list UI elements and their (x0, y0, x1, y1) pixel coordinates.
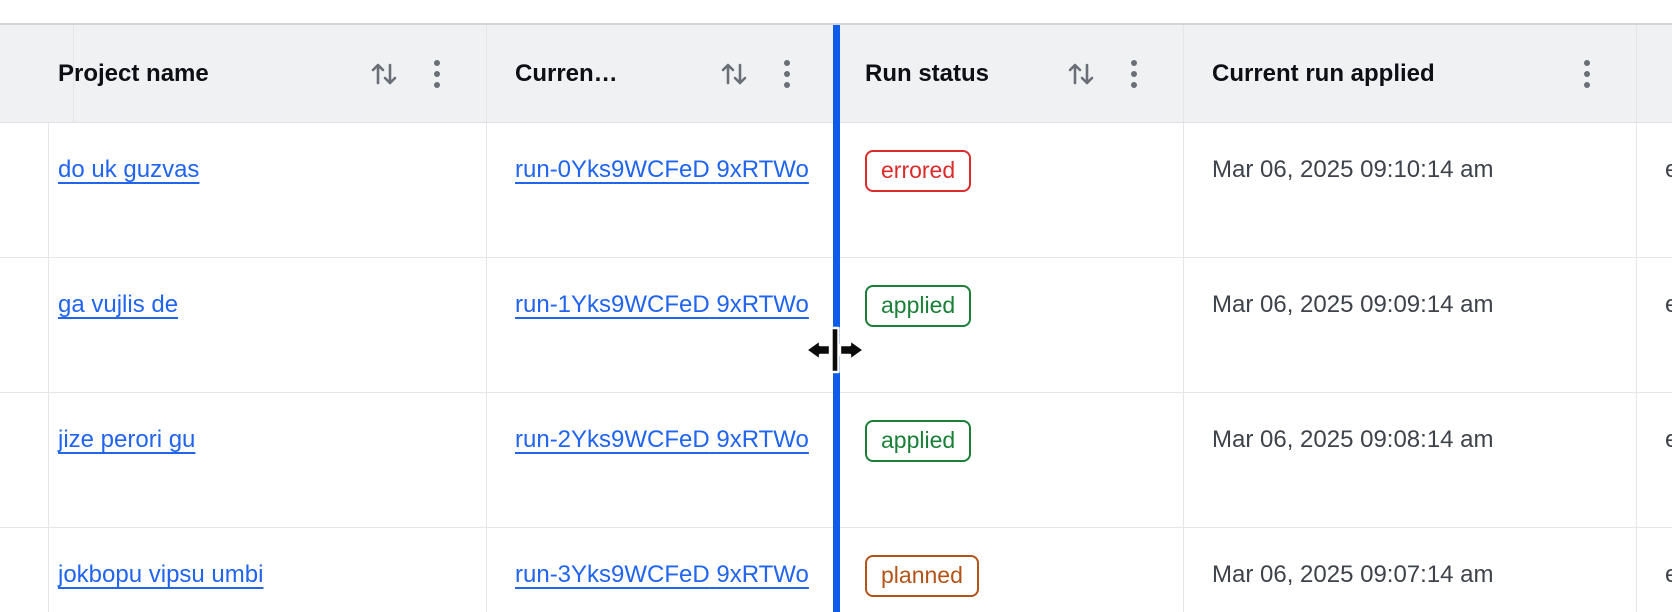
cell-partial-left (0, 393, 49, 527)
cell-project-name: ga vujlis de (30, 258, 487, 392)
partial-cell-text: e (1665, 156, 1672, 183)
cell-current-run: run-3Yks9WCFeD 9xRTWo (487, 528, 837, 612)
column-title: Project name (58, 59, 209, 87)
cell-partial-right: e (1637, 393, 1672, 527)
cell-current-run: run-1Yks9WCFeD 9xRTWo (487, 258, 837, 392)
applied-timestamp: Mar 06, 2025 09:07:14 am (1212, 561, 1494, 588)
status-badge: applied (865, 420, 972, 462)
partial-cell-text: e (1665, 426, 1672, 453)
cell-current-run-applied: Mar 06, 2025 09:09:14 am (1184, 258, 1637, 392)
cell-partial-left (0, 123, 49, 257)
header-cell-current-run[interactable]: Curren… (487, 25, 837, 122)
project-link[interactable]: jize perori gu (58, 426, 196, 453)
cell-current-run: run-0Yks9WCFeD 9xRTWo (487, 123, 837, 257)
applied-timestamp: Mar 06, 2025 09:10:14 am (1212, 156, 1494, 183)
run-id-line1: run-1Yks9WCFeD (515, 291, 710, 318)
column-title: Current run applied (1212, 59, 1435, 87)
cell-run-status: applied (837, 258, 1184, 392)
cell-current-run-applied: Mar 06, 2025 09:10:14 am (1184, 123, 1637, 257)
cell-current-run: run-2Yks9WCFeD 9xRTWo (487, 393, 837, 527)
cell-project-name: jokbopu vipsu umbi (30, 528, 487, 612)
partial-cell-text: e (1665, 291, 1672, 318)
run-link[interactable]: run-2Yks9WCFeD 9xRTWo (515, 426, 809, 453)
sort-icon[interactable] (719, 57, 749, 91)
cell-project-name: jize perori gu (30, 393, 487, 527)
run-id-line1: run-0Yks9WCFeD (515, 156, 710, 183)
cell-project-name: do uk guzvas (30, 123, 487, 257)
kebab-menu-icon[interactable] (1583, 59, 1591, 89)
header-cell-run-status[interactable]: Run status (837, 25, 1184, 122)
project-link[interactable]: do uk guzvas (58, 156, 200, 183)
column-title: Curren… (515, 59, 618, 87)
header-cell-current-run-applied[interactable]: Current run applied (1184, 25, 1637, 122)
partial-cell-text: e (1665, 561, 1672, 588)
status-badge: errored (865, 150, 972, 192)
applied-timestamp: Mar 06, 2025 09:09:14 am (1212, 291, 1494, 318)
column-resize-indicator[interactable] (833, 25, 840, 612)
run-link[interactable]: run-3Yks9WCFeD 9xRTWo (515, 561, 809, 588)
project-link[interactable]: ga vujlis de (58, 291, 179, 318)
project-link[interactable]: jokbopu vipsu umbi (58, 561, 264, 588)
cell-current-run-applied: Mar 06, 2025 09:08:14 am (1184, 393, 1637, 527)
cell-partial-right: e (1637, 123, 1672, 257)
run-id-line2: 9xRTWo (716, 291, 809, 318)
run-id-line1: run-2Yks9WCFeD (515, 426, 710, 453)
cell-current-run-applied: Mar 06, 2025 09:07:14 am (1184, 528, 1637, 612)
run-link[interactable]: run-0Yks9WCFeD 9xRTWo (515, 156, 809, 183)
status-badge: applied (865, 285, 972, 327)
kebab-menu-icon[interactable] (783, 59, 791, 89)
column-title: Run status (865, 59, 990, 87)
header-cell-partial-left (0, 25, 74, 122)
run-id-line2: 9xRTWo (716, 561, 809, 588)
cell-partial-left (0, 258, 49, 392)
header-cell-project-name[interactable]: Project name (30, 25, 487, 122)
cell-partial-right: e (1637, 258, 1672, 392)
sort-icon[interactable] (1066, 57, 1096, 91)
cell-partial-right: e (1637, 528, 1672, 612)
kebab-menu-icon[interactable] (1130, 59, 1138, 89)
cell-partial-left (0, 528, 49, 612)
cell-run-status: planned (837, 528, 1184, 612)
kebab-menu-icon[interactable] (433, 59, 441, 89)
header-cell-partial-right[interactable]: V (1637, 25, 1672, 122)
applied-timestamp: Mar 06, 2025 09:08:14 am (1212, 426, 1494, 453)
sort-icon[interactable] (369, 57, 399, 91)
run-link[interactable]: run-1Yks9WCFeD 9xRTWo (515, 291, 809, 318)
run-id-line2: 9xRTWo (716, 156, 809, 183)
status-badge: planned (865, 555, 979, 597)
run-id-line2: 9xRTWo (716, 426, 809, 453)
cell-run-status: applied (837, 393, 1184, 527)
run-id-line1: run-3Yks9WCFeD (515, 561, 710, 588)
cell-run-status: errored (837, 123, 1184, 257)
